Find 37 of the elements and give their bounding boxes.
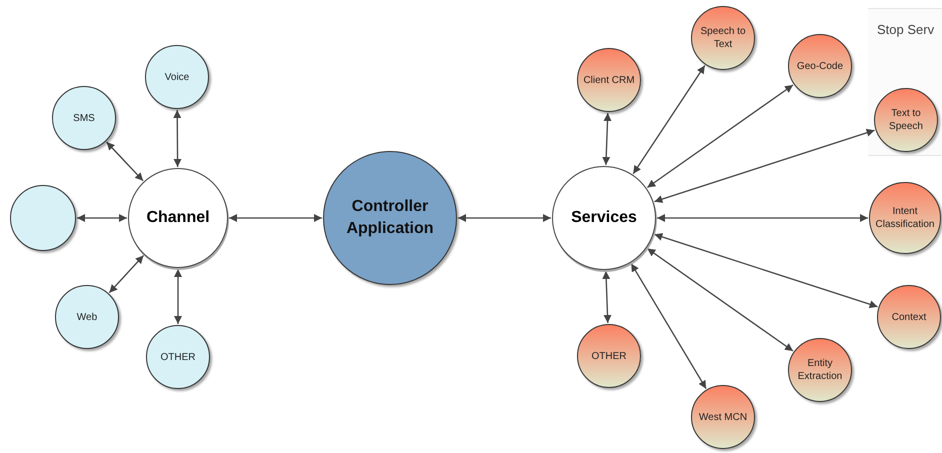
connector-arrow [77, 214, 127, 222]
connector-arrow [174, 269, 182, 324]
connector-arrow [654, 128, 875, 203]
node-label: Web [76, 310, 98, 324]
connector-arrow [602, 270, 612, 324]
service-circle [788, 34, 852, 98]
channel-circle [55, 285, 119, 349]
node-label: Entity Extraction [796, 357, 844, 383]
connector-arrow [632, 65, 706, 174]
connector-arrow [229, 214, 322, 222]
connector-arrow [646, 248, 794, 352]
note-text: Stop Serv [877, 22, 934, 37]
service-circle [691, 385, 755, 449]
node-label: SMS [72, 112, 96, 124]
connector-arrow [654, 233, 878, 308]
node-label: Speech to Text [699, 25, 747, 51]
connector-arrow [173, 110, 182, 167]
node-label: Context [890, 310, 928, 324]
node-label: OTHER [590, 350, 628, 362]
service-circle [788, 338, 852, 402]
node-label: West MCN [698, 410, 748, 424]
node-label: Geo-Code [796, 60, 844, 72]
node-label: Voice [164, 70, 190, 84]
connector-arrow [657, 214, 868, 222]
node-label: Channel [145, 208, 211, 228]
node-label: OTHER [160, 350, 196, 364]
connector-arrow [458, 214, 551, 222]
node-label: Client CRM [582, 74, 636, 86]
connector-arrow [108, 255, 144, 294]
node-label: Controller Application [345, 197, 435, 239]
node-label: Text to Speech [888, 107, 924, 133]
node-label: Services [570, 208, 638, 228]
connector-arrow [646, 84, 794, 188]
node-label: Intent Classification [874, 205, 936, 231]
connector-arrow [602, 112, 612, 166]
connector-arrow [630, 263, 707, 390]
connector-arrow [106, 142, 144, 182]
